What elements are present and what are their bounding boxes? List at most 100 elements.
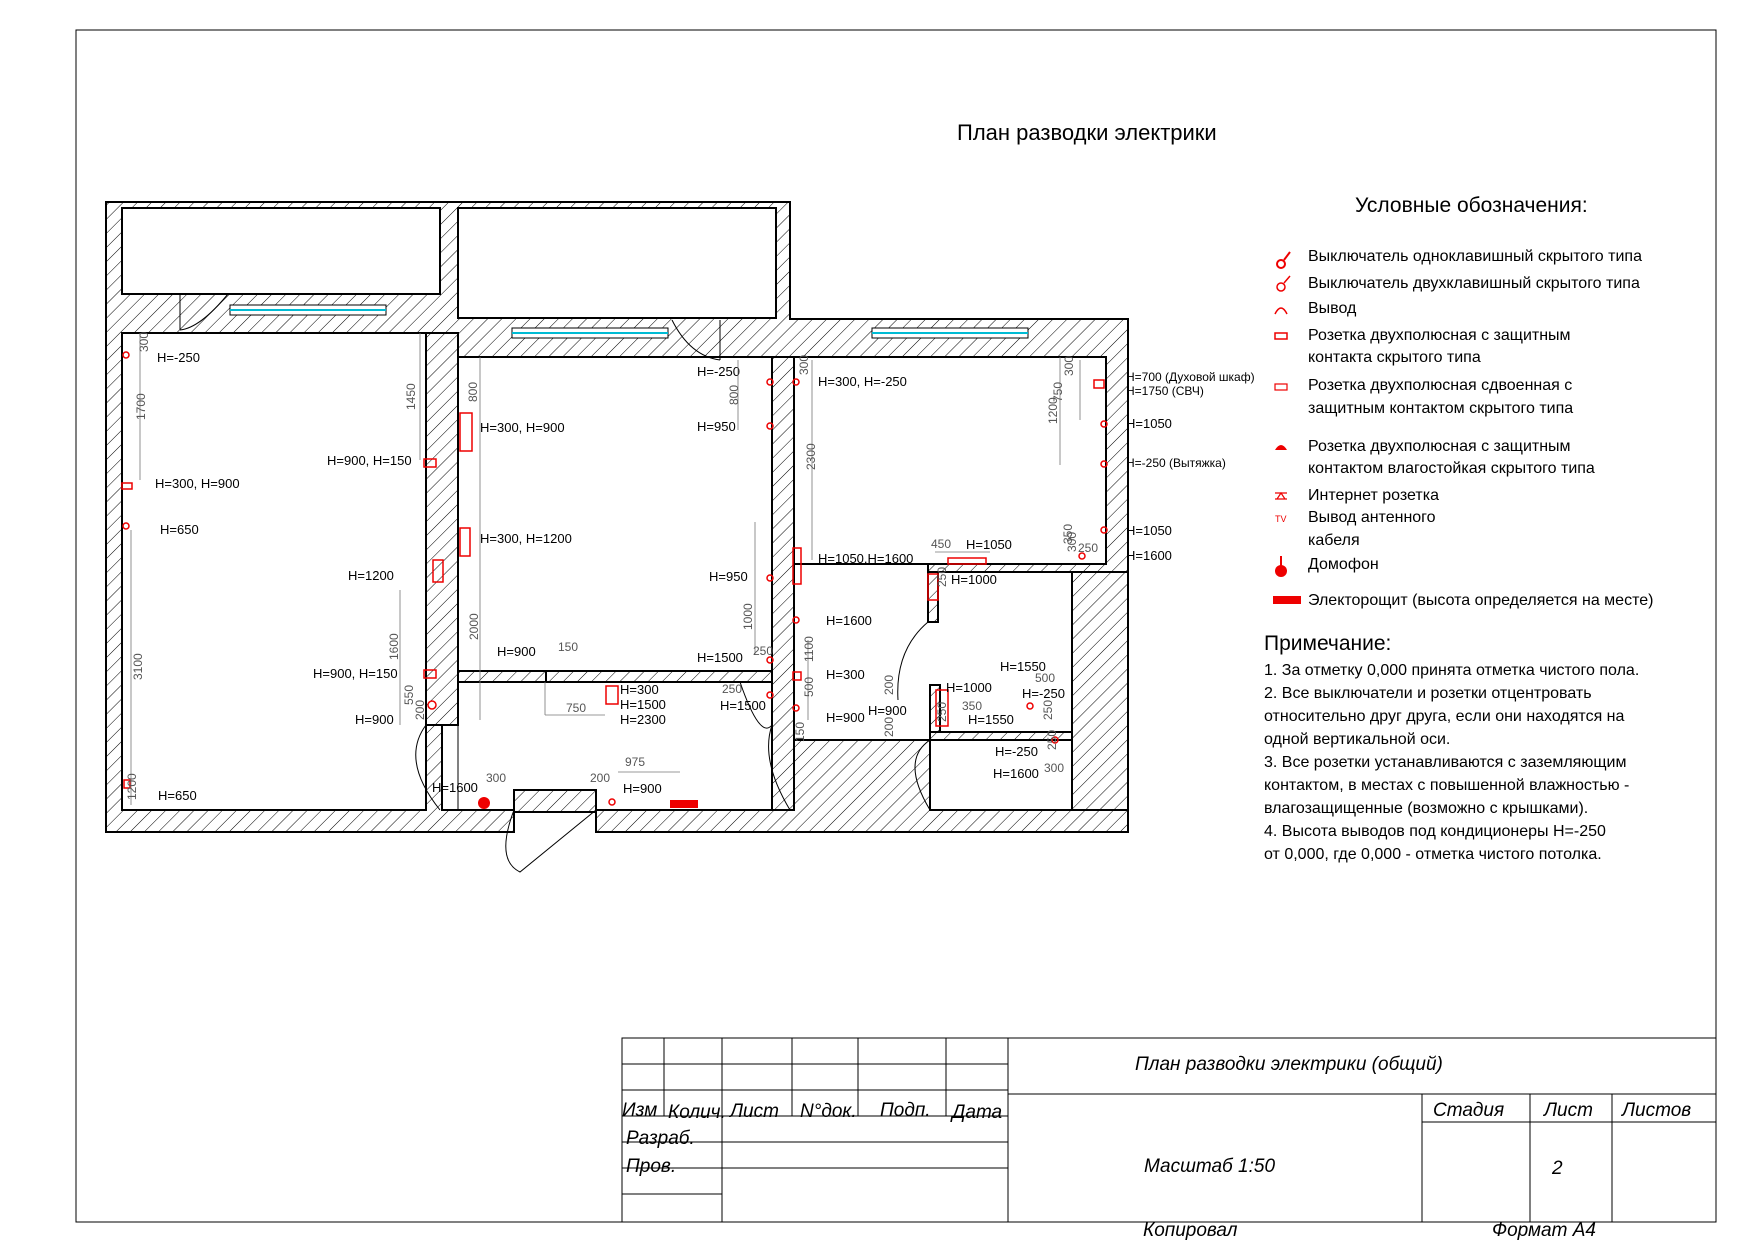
socket-icon bbox=[1274, 332, 1288, 340]
svg-text:Розетка двухполюсная сдвоенная: Розетка двухполюсная сдвоенная с bbox=[1308, 377, 1572, 394]
svg-text:кабеля: кабеля bbox=[1308, 532, 1360, 549]
sheet-label: Лист bbox=[1542, 1100, 1593, 1121]
svg-text:Н=900: Н=900 bbox=[868, 703, 907, 718]
svg-text:1600: 1600 bbox=[387, 633, 401, 660]
svg-text:Н=900, Н=150: Н=900, Н=150 bbox=[313, 666, 398, 681]
svg-text:Н=1000: Н=1000 bbox=[946, 680, 992, 695]
svg-text:Розетка двухполюсная с защитны: Розетка двухполюсная с защитным bbox=[1308, 327, 1571, 344]
svg-text:800: 800 bbox=[727, 385, 741, 405]
svg-text:Подп.: Подп. bbox=[880, 1100, 931, 1121]
svg-text:Н=900, Н=150: Н=900, Н=150 bbox=[327, 453, 412, 468]
svg-text:Н=-250: Н=-250 bbox=[157, 350, 200, 365]
svg-text:Н=1600: Н=1600 bbox=[993, 766, 1039, 781]
svg-text:1200: 1200 bbox=[125, 773, 139, 800]
svg-text:контактом, в местах с повышенн: контактом, в местах с повышенной влажнос… bbox=[1264, 777, 1629, 794]
svg-text:Н=300, Н=1200: Н=300, Н=1200 bbox=[480, 531, 572, 546]
legend-item-socket: Розетка двухполюсная с защитным контакта… bbox=[1274, 327, 1571, 366]
svg-text:200: 200 bbox=[882, 675, 896, 695]
svg-text:250: 250 bbox=[935, 567, 949, 587]
svg-text:2000: 2000 bbox=[467, 613, 481, 640]
svg-text:750: 750 bbox=[566, 701, 586, 715]
svg-text:Выключатель двухклавишный скры: Выключатель двухклавишный скрытого типа bbox=[1308, 275, 1640, 292]
svg-text:Н=1550: Н=1550 bbox=[968, 712, 1014, 727]
legend-item-outlet-lead: Вывод bbox=[1274, 300, 1357, 317]
svg-text:контакта скрытого типа: контакта скрытого типа bbox=[1308, 349, 1481, 366]
svg-text:500: 500 bbox=[802, 677, 816, 697]
electrical-symbols bbox=[121, 351, 1108, 806]
svg-text:Н=1050: Н=1050 bbox=[1126, 416, 1172, 431]
svg-text:250: 250 bbox=[753, 644, 773, 658]
outlet-lead-icon bbox=[1274, 307, 1288, 315]
svg-text:1000: 1000 bbox=[741, 603, 755, 630]
svg-text:Н=1500: Н=1500 bbox=[697, 650, 743, 665]
plan-height-labels: Н=-250 Н=300, Н=900 Н=650 Н=900, Н=150 Н… bbox=[155, 350, 1255, 803]
svg-text:200: 200 bbox=[413, 700, 427, 720]
scale-label: Масштаб 1:50 bbox=[1144, 1156, 1275, 1177]
svg-text:Н=1600: Н=1600 bbox=[432, 780, 478, 795]
svg-text:контактом влагостойкая скрытог: контактом влагостойкая скрытого типа bbox=[1308, 460, 1595, 477]
title-block-labels: План разводки электрики (общий) Изм Коли… bbox=[622, 1054, 1691, 1240]
svg-text:250: 250 bbox=[1041, 700, 1055, 720]
notes-heading: Примечание: bbox=[1264, 632, 1391, 655]
svg-text:Н=300, Н=-250: Н=300, Н=-250 bbox=[818, 374, 907, 389]
svg-text:Дата: Дата bbox=[950, 1102, 1002, 1123]
svg-text:2. Все выключатели и розетки о: 2. Все выключатели и розетки отцентроват… bbox=[1264, 685, 1592, 702]
legend-item-panel: Электорощит (высота определяется на мест… bbox=[1273, 592, 1653, 609]
svg-text:Н=650: Н=650 bbox=[160, 522, 199, 537]
legend-item-single-switch: Выключатель одноклавишный скрытого типа bbox=[1276, 248, 1642, 269]
svg-text:Н=950: Н=950 bbox=[697, 419, 736, 434]
svg-text:Интернет розетка: Интернет розетка bbox=[1308, 487, 1439, 504]
legend-item-double-socket: Розетка двухполюсная сдвоенная с защитны… bbox=[1274, 377, 1573, 417]
svg-text:500: 500 bbox=[1035, 671, 1055, 685]
svg-text:1200: 1200 bbox=[1046, 397, 1060, 424]
copied-label: Копировал bbox=[1143, 1220, 1238, 1240]
title-block bbox=[621, 1037, 1717, 1223]
svg-text:Н=900: Н=900 bbox=[355, 712, 394, 727]
svg-text:750: 750 bbox=[1051, 382, 1065, 402]
svg-text:Выключатель одноклавишный скры: Выключатель одноклавишный скрытого типа bbox=[1308, 248, 1642, 265]
svg-text:Н=1050: Н=1050 bbox=[1126, 523, 1172, 538]
svg-text:800: 800 bbox=[466, 382, 480, 402]
svg-text:Н=2300: Н=2300 bbox=[620, 712, 666, 727]
svg-text:250: 250 bbox=[1078, 541, 1098, 555]
sheet-number: 2 bbox=[1551, 1158, 1563, 1179]
svg-text:Колич.: Колич. bbox=[668, 1102, 726, 1123]
svg-text:Вывод антенного: Вывод антенного bbox=[1308, 509, 1436, 526]
svg-text:Лист: Лист bbox=[728, 1101, 779, 1122]
svg-text:Н=-250: Н=-250 bbox=[697, 364, 740, 379]
svg-text:Н=700 (Духовой шкаф): Н=700 (Духовой шкаф) bbox=[1126, 370, 1255, 384]
svg-text:Н=1000: Н=1000 bbox=[951, 572, 997, 587]
svg-text:Н=300, Н=900: Н=300, Н=900 bbox=[480, 420, 565, 435]
double-switch-icon bbox=[1276, 275, 1291, 292]
svg-text:Н=1500: Н=1500 bbox=[620, 697, 666, 712]
internet-socket-icon bbox=[1275, 491, 1287, 500]
drawing-name: План разводки электрики (общий) bbox=[1135, 1054, 1443, 1075]
svg-text:250: 250 bbox=[1045, 730, 1059, 750]
svg-text:N°док.: N°док. bbox=[800, 1101, 857, 1122]
svg-text:150: 150 bbox=[793, 722, 807, 742]
dimension-lines bbox=[130, 333, 1081, 805]
svg-text:Н=1500: Н=1500 bbox=[720, 698, 766, 713]
svg-text:Н=-250: Н=-250 bbox=[995, 744, 1038, 759]
svg-text:Электорощит (высота определяет: Электорощит (высота определяется на мест… bbox=[1308, 592, 1653, 609]
svg-text:3100: 3100 bbox=[131, 653, 145, 680]
page-title: План разводки электрики bbox=[957, 120, 1217, 145]
intercom-symbol bbox=[478, 797, 490, 809]
svg-text:350: 350 bbox=[962, 699, 982, 713]
legend-item-double-switch: Выключатель двухклавишный скрытого типа bbox=[1276, 275, 1640, 292]
svg-text:300: 300 bbox=[797, 355, 811, 375]
antenna-icon: TV bbox=[1275, 514, 1287, 524]
electrical-panel-symbol bbox=[670, 800, 698, 808]
svg-text:975: 975 bbox=[625, 755, 645, 769]
svg-text:Н=300, Н=900: Н=300, Н=900 bbox=[155, 476, 240, 491]
svg-text:Н=-250 (Вытяжка): Н=-250 (Вытяжка) bbox=[1126, 456, 1226, 470]
svg-text:1700: 1700 bbox=[134, 393, 148, 420]
svg-text:Вывод: Вывод bbox=[1308, 300, 1357, 317]
intercom-icon bbox=[1275, 556, 1287, 577]
stage-label: Стадия bbox=[1433, 1100, 1504, 1121]
svg-text:Н=1550: Н=1550 bbox=[1000, 659, 1046, 674]
svg-text:Н=900: Н=900 bbox=[497, 644, 536, 659]
dimension-values: 300 1700 1450 800 3100 1600 550 200 1200… bbox=[125, 332, 1098, 800]
svg-text:1450: 1450 bbox=[404, 383, 418, 410]
svg-text:1. За отметку 0,000 принята от: 1. За отметку 0,000 принята отметка чист… bbox=[1264, 662, 1639, 679]
